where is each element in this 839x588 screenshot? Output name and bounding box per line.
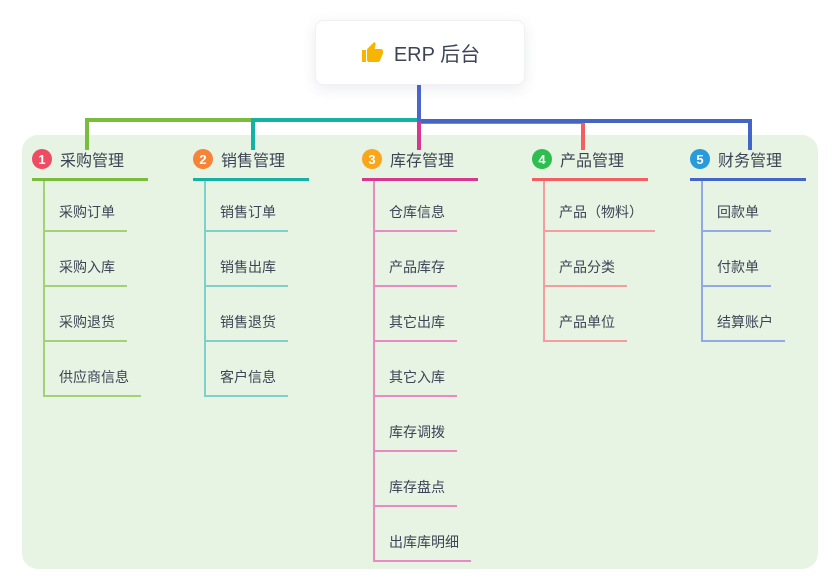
item-purchase-inbound[interactable]: 采购入库	[45, 257, 127, 287]
list-item: 供应商信息	[45, 342, 141, 397]
branch-children: 销售订单 销售出库 销售退货 客户信息	[204, 181, 288, 397]
item-customer-info[interactable]: 客户信息	[206, 367, 288, 397]
item-settlement-account[interactable]: 结算账户	[703, 312, 785, 342]
branch-children: 仓库信息 产品库存 其它出库 其它入库 库存调拨 库存盘点 出库库明细	[373, 181, 471, 562]
item-product-unit[interactable]: 产品单位	[545, 312, 627, 342]
badge-5: 5	[690, 149, 710, 169]
list-item: 回款单	[703, 181, 785, 232]
list-item: 其它入库	[375, 342, 471, 397]
list-item: 仓库信息	[375, 181, 471, 232]
item-sales-outbound[interactable]: 销售出库	[206, 257, 288, 287]
badge-2: 2	[193, 149, 213, 169]
branch-children: 回款单 付款单 结算账户	[701, 181, 785, 342]
branch-label: 财务管理	[718, 153, 783, 170]
item-stock-transfer[interactable]: 库存调拨	[375, 422, 457, 452]
branch-header-inventory[interactable]: 3 库存管理	[362, 147, 478, 181]
branch-header-product[interactable]: 4 产品管理	[532, 147, 648, 181]
list-item: 销售退货	[206, 287, 288, 342]
item-supplier-info[interactable]: 供应商信息	[45, 367, 141, 397]
badge-3: 3	[362, 149, 382, 169]
item-stock-count[interactable]: 库存盘点	[375, 477, 457, 507]
branch-children: 产品（物料） 产品分类 产品单位	[543, 181, 655, 342]
root-node-erp[interactable]: ERP 后台	[315, 20, 525, 85]
branch-header-finance[interactable]: 5 财务管理	[690, 147, 806, 181]
list-item: 采购入库	[45, 232, 141, 287]
list-item: 销售订单	[206, 181, 288, 232]
item-outbound-detail[interactable]: 出库库明细	[375, 532, 471, 562]
item-product-stock[interactable]: 产品库存	[375, 257, 457, 287]
list-item: 采购订单	[45, 181, 141, 232]
branch-label: 产品管理	[560, 153, 625, 170]
branch-inventory: 3 库存管理 仓库信息 产品库存 其它出库 其它入库 库存调拨 库存盘点 出库库…	[362, 147, 478, 562]
branch-label: 销售管理	[221, 153, 286, 170]
thumbs-up-icon	[361, 41, 383, 62]
branch-product: 4 产品管理 产品（物料） 产品分类 产品单位	[532, 147, 655, 342]
branch-header-purchase[interactable]: 1 采购管理	[32, 147, 148, 181]
branch-label: 采购管理	[60, 153, 125, 170]
branch-sales: 2 销售管理 销售订单 销售出库 销售退货 客户信息	[193, 147, 309, 397]
list-item: 采购退货	[45, 287, 141, 342]
list-item: 其它出库	[375, 287, 471, 342]
list-item: 产品单位	[545, 287, 655, 342]
branch-purchase: 1 采购管理 采购订单 采购入库 采购退货 供应商信息	[32, 147, 148, 397]
item-product-category[interactable]: 产品分类	[545, 257, 627, 287]
item-other-outbound[interactable]: 其它出库	[375, 312, 457, 342]
list-item: 出库库明细	[375, 507, 471, 562]
badge-1: 1	[32, 149, 52, 169]
item-purchase-order[interactable]: 采购订单	[45, 202, 127, 232]
badge-4: 4	[532, 149, 552, 169]
item-purchase-return[interactable]: 采购退货	[45, 312, 127, 342]
branch-children: 采购订单 采购入库 采购退货 供应商信息	[43, 181, 141, 397]
branch-label: 库存管理	[390, 153, 455, 170]
list-item: 产品库存	[375, 232, 471, 287]
list-item: 产品分类	[545, 232, 655, 287]
item-receipt-order[interactable]: 回款单	[703, 202, 771, 232]
item-payment-order[interactable]: 付款单	[703, 257, 771, 287]
list-item: 库存盘点	[375, 452, 471, 507]
branch-finance: 5 财务管理 回款单 付款单 结算账户	[690, 147, 806, 342]
root-title: ERP 后台	[393, 44, 481, 66]
item-warehouse-info[interactable]: 仓库信息	[375, 202, 457, 232]
item-sales-order[interactable]: 销售订单	[206, 202, 288, 232]
list-item: 库存调拨	[375, 397, 471, 452]
list-item: 客户信息	[206, 342, 288, 397]
item-sales-return[interactable]: 销售退货	[206, 312, 288, 342]
item-other-inbound[interactable]: 其它入库	[375, 367, 457, 397]
list-item: 产品（物料）	[545, 181, 655, 232]
item-product-material[interactable]: 产品（物料）	[545, 202, 655, 232]
branch-header-sales[interactable]: 2 销售管理	[193, 147, 309, 181]
list-item: 销售出库	[206, 232, 288, 287]
list-item: 付款单	[703, 232, 785, 287]
mindmap-panel	[22, 135, 818, 569]
list-item: 结算账户	[703, 287, 785, 342]
